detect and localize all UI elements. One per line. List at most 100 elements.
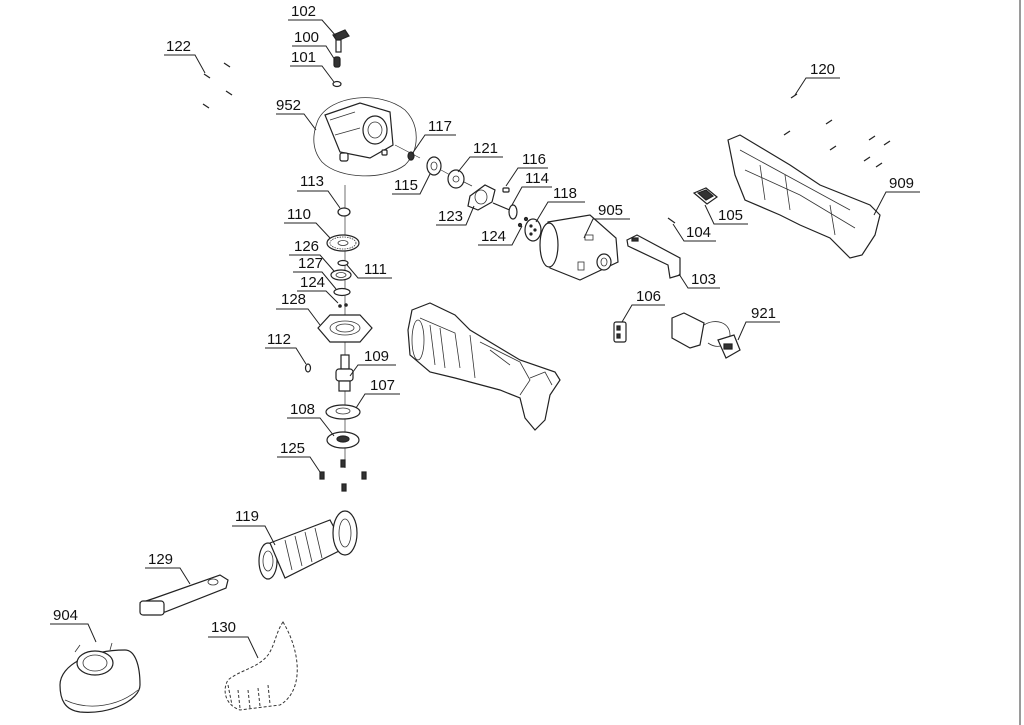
- part-921-electronics: [671, 312, 741, 359]
- part-111-circlip: [337, 259, 349, 267]
- label-100: 100: [294, 29, 319, 46]
- part-952-gear-housing: [313, 97, 421, 177]
- part-905-motor: [539, 214, 619, 281]
- label-116: 116: [522, 151, 546, 168]
- part-102-lock-button: [332, 29, 350, 53]
- callout-104: 104: [672, 223, 716, 242]
- label-106: 106: [636, 288, 661, 305]
- callout-126: 126: [289, 238, 335, 272]
- label-126: 126: [294, 238, 319, 255]
- label-120: 120: [810, 61, 835, 78]
- callout-130: 130: [208, 619, 259, 659]
- part-105-plate: [692, 187, 718, 205]
- callout-129: 129: [145, 551, 191, 585]
- callout-117: 117: [411, 118, 456, 155]
- part-106-switch: [613, 321, 627, 343]
- callout-120: 120: [794, 61, 840, 96]
- part-120-screws: [783, 93, 891, 168]
- label-130: 130: [211, 619, 236, 636]
- part-101-ring: [332, 80, 342, 88]
- label-123: 123: [438, 208, 463, 225]
- part-122-screws: [202, 62, 233, 109]
- part-119-side-handle: [258, 510, 358, 580]
- part-108-outer-flange: [326, 431, 360, 449]
- assembled-grinder-housing: [407, 302, 561, 431]
- part-115-bearing: [426, 156, 453, 177]
- part-127-washer: [333, 287, 351, 297]
- callout-122: 122: [164, 38, 206, 74]
- part-123-flange: [467, 184, 496, 211]
- callout-100: 100: [292, 29, 336, 61]
- label-119: 119: [235, 508, 259, 525]
- part-100-spring: [333, 56, 341, 68]
- callout-109: 109: [349, 348, 396, 377]
- callout-905: 905: [583, 202, 630, 239]
- callout-105: 105: [704, 204, 748, 225]
- part-124-pins: [338, 303, 348, 308]
- label-122: 122: [166, 38, 191, 55]
- label-952: 952: [276, 97, 301, 114]
- callout-125: 125: [277, 440, 321, 473]
- label-105: 105: [718, 207, 743, 224]
- label-114: 114: [525, 170, 549, 187]
- label-921: 921: [751, 305, 776, 322]
- label-127: 127: [298, 255, 323, 272]
- label-101: 101: [291, 49, 316, 66]
- label-103: 103: [691, 271, 716, 288]
- part-126-bearing: [330, 269, 352, 281]
- callout-115: 115: [392, 173, 431, 195]
- label-108: 108: [290, 401, 315, 418]
- part-129-spanner: [139, 574, 229, 616]
- label-109: 109: [364, 348, 389, 365]
- part-904-wheel-guard: [59, 642, 141, 713]
- label-125: 125: [280, 440, 305, 457]
- label-909: 909: [889, 175, 914, 192]
- label-129: 129: [148, 551, 173, 568]
- label-121: 121: [473, 140, 498, 157]
- callout-124-top: 124: [478, 225, 523, 246]
- callout-124-mid: 124: [297, 274, 339, 304]
- part-128-bearing-flange: [317, 314, 373, 343]
- label-124-top: 124: [481, 228, 506, 245]
- part-113-washer: [337, 207, 351, 217]
- callout-119: 119: [232, 508, 276, 546]
- part-125-screws: [319, 459, 367, 492]
- part-110-bevel-gear: [326, 234, 360, 252]
- label-111: 111: [364, 261, 387, 278]
- callout-107: 107: [355, 377, 400, 409]
- label-113: 113: [300, 173, 324, 190]
- callout-103: 103: [678, 271, 720, 289]
- part-909-housing-shell: [727, 134, 881, 259]
- part-116-key: [502, 187, 510, 193]
- callout-114: 114: [511, 170, 552, 206]
- part-109-spindle: [335, 354, 354, 392]
- callout-112: 112: [265, 331, 307, 365]
- callout-106: 106: [621, 288, 665, 323]
- callout-952: 952: [276, 97, 317, 131]
- callout-123: 123: [436, 205, 475, 226]
- callout-118: 118: [535, 185, 585, 223]
- callout-101: 101: [290, 49, 335, 83]
- callout-116: 116: [505, 151, 548, 187]
- callout-127: 127: [293, 255, 337, 290]
- label-118: 118: [553, 185, 577, 202]
- callout-111: 111: [346, 261, 392, 279]
- callout-113: 113: [297, 173, 341, 209]
- part-104-spring: [667, 217, 676, 224]
- label-124-mid: 124: [300, 274, 325, 291]
- callout-909: 909: [873, 175, 920, 216]
- part-121-ring: [447, 169, 473, 189]
- label-104: 104: [686, 224, 711, 241]
- part-107-inner-flange: [325, 404, 361, 420]
- callout-121: 121: [457, 140, 503, 173]
- callout-921: 921: [737, 305, 780, 341]
- part-112-key: [304, 363, 312, 373]
- callout-904: 904: [50, 607, 97, 643]
- label-128: 128: [281, 291, 306, 308]
- label-112: 112: [267, 331, 291, 348]
- callout-102: 102: [288, 3, 337, 37]
- label-110: 110: [287, 206, 311, 223]
- part-130-cutting-guard: [224, 621, 298, 711]
- callout-108: 108: [287, 401, 335, 437]
